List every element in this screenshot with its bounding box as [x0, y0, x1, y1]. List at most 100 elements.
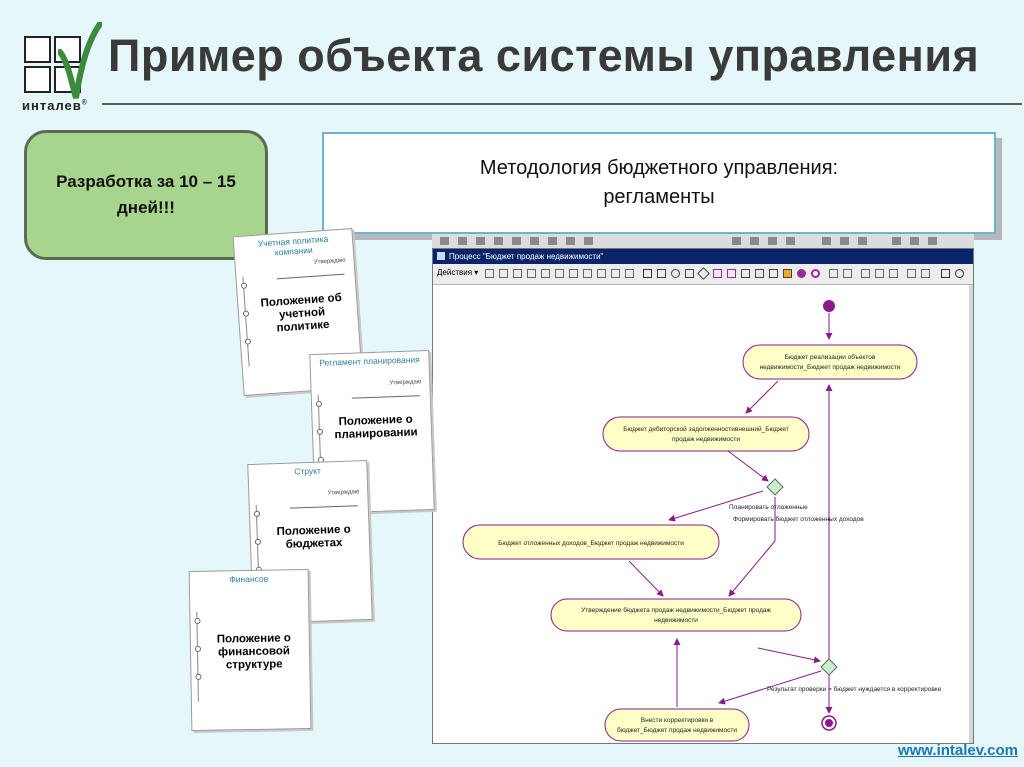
zoom-icon[interactable] — [955, 269, 964, 278]
logo-check-icon — [58, 22, 102, 99]
document-header: Регламент планирования — [319, 354, 420, 368]
methodology-box: Методология бюджетного управления: регла… — [322, 132, 996, 234]
toolbar-icon[interactable] — [910, 237, 919, 245]
window-title-bar: Процесс "Бюджет продаж недвижимости" — [433, 249, 973, 264]
diamond-tool-icon[interactable] — [697, 267, 710, 280]
vertical-scrollbar[interactable] — [969, 285, 973, 743]
process-node[interactable]: Утверждение бюджета продаж недвижимости_… — [550, 598, 802, 632]
document-line — [276, 273, 345, 280]
document-title: Положение о планировании — [334, 413, 418, 442]
flow-arrow — [757, 647, 821, 664]
methodology-subtitle: регламенты — [603, 186, 715, 208]
save-icon[interactable] — [485, 269, 494, 278]
toolbar-icon[interactable] — [892, 237, 901, 245]
toolbar-icon[interactable] — [750, 237, 759, 245]
node-label-line: бюджет_Бюджет продаж недвижимости — [617, 726, 737, 734]
process-node[interactable]: Бюджет дебиторской задолженностивнешний_… — [602, 416, 810, 452]
end-node-core — [825, 719, 833, 727]
open-icon[interactable] — [499, 269, 508, 278]
toolbar-icon[interactable] — [584, 237, 593, 245]
development-time-box: Разработка за 10 – 15 дней!!! — [24, 130, 268, 260]
undo-icon[interactable] — [611, 269, 620, 278]
redo-icon[interactable] — [625, 269, 634, 278]
toolbar-icon[interactable] — [494, 237, 503, 245]
note-tool-icon[interactable] — [829, 269, 838, 278]
move-icon[interactable] — [941, 269, 950, 278]
toolbar-icon[interactable] — [458, 237, 467, 245]
shape-tool-icon[interactable] — [741, 269, 750, 278]
methodology-title: Методология бюджетного управления: — [479, 157, 839, 179]
decision-node[interactable] — [766, 478, 784, 496]
rectangle-tool-icon[interactable] — [685, 269, 694, 278]
edge-label: Формировать бюджет отложенных доходов — [733, 515, 864, 523]
link-tool-icon[interactable] — [843, 269, 852, 278]
actions-menu-button[interactable]: Действия ▾ — [437, 268, 479, 277]
process-node[interactable]: Бюджет реализации объектов недвижимости_… — [742, 344, 918, 380]
toolbar-icon[interactable] — [732, 237, 741, 245]
decision-node[interactable] — [820, 658, 838, 676]
document-title: Положение об учетной политике — [260, 291, 343, 335]
start-node[interactable] — [823, 300, 835, 312]
process-node[interactable]: Внести корректировки в бюджет_Бюджет про… — [604, 708, 750, 742]
preview-icon[interactable] — [583, 269, 592, 278]
toolbar-icon[interactable] — [530, 237, 539, 245]
toolbar-icon[interactable] — [928, 237, 937, 245]
window-title: Процесс "Бюджет продаж недвижимости" — [449, 252, 604, 261]
arrange-icon[interactable] — [907, 269, 916, 278]
ellipse-tool-icon[interactable] — [671, 269, 680, 278]
edge-label: Планировать отложенные — [729, 504, 808, 511]
regulation-document[interactable]: Финансов Положение о финансовой структур… — [188, 568, 312, 732]
process-node[interactable]: Бюджет отложенных доходов_Бюджет продаж … — [462, 524, 720, 560]
flow-arrow — [728, 540, 776, 597]
document-header: Финансов — [229, 573, 269, 585]
layout-icon[interactable] — [875, 269, 884, 278]
page-title: Пример объекта системы управления — [108, 30, 980, 81]
flow-arrow — [628, 560, 664, 597]
document-title: Положение о бюджетах — [276, 523, 351, 551]
node-label-line: Бюджет дебиторской задолженностивнешний_… — [623, 425, 789, 433]
checkbox-tool-icon[interactable] — [783, 269, 792, 278]
start-node-tool-icon[interactable] — [797, 269, 806, 278]
toolbar-icon[interactable] — [768, 237, 777, 245]
toolbar-icon[interactable] — [822, 237, 831, 245]
shape-tool-icon[interactable] — [755, 269, 764, 278]
paste-icon[interactable] — [541, 269, 550, 278]
app-main-toolbar — [432, 234, 974, 249]
triangle-tool-icon[interactable] — [727, 269, 736, 278]
shape-tool-icon[interactable] — [769, 269, 778, 278]
node-label: Бюджет отложенных доходов_Бюджет продаж … — [498, 540, 684, 547]
toolbar-icon[interactable] — [858, 237, 867, 245]
end-node-tool-icon[interactable] — [811, 269, 820, 278]
toolbar-icon[interactable] — [440, 237, 449, 245]
development-time-text: Разработка за 10 – 15 дней!!! — [56, 171, 236, 217]
document-signature: Утверждаю — [327, 489, 360, 497]
website-link[interactable]: www.intalev.com — [897, 742, 1018, 759]
align-icon[interactable] — [921, 269, 930, 278]
toolbar-icon[interactable] — [512, 237, 521, 245]
toolbar-icon[interactable] — [566, 237, 575, 245]
pointer-tool-icon[interactable] — [643, 269, 652, 278]
node-label-line: Внести корректировки в — [641, 717, 714, 724]
logo-text: инталев® — [22, 98, 88, 113]
copy-icon[interactable] — [527, 269, 536, 278]
layout-icon[interactable] — [889, 269, 898, 278]
save-icon[interactable] — [597, 269, 606, 278]
grid-icon[interactable] — [861, 269, 870, 278]
rectangle-tool-icon[interactable] — [657, 269, 666, 278]
toolbar-icon[interactable] — [840, 237, 849, 245]
node-label-line: недвижимости_Бюджет продаж недвижимости — [760, 364, 901, 371]
node-label-line: Бюджет реализации объектов — [785, 353, 876, 361]
print-icon[interactable] — [569, 269, 578, 278]
toolbar-icon[interactable] — [548, 237, 557, 245]
flow-arrow — [727, 450, 769, 482]
process-window: Процесс "Бюджет продаж недвижимости" Дей… — [432, 248, 974, 744]
delete-icon[interactable] — [555, 269, 564, 278]
diagram-toolbar: Действия ▾ — [433, 264, 973, 285]
document-signature: Утверждаю — [389, 379, 422, 387]
triangle-tool-icon[interactable] — [713, 269, 722, 278]
process-diagram-canvas: Бюджет реализации объектов недвижимости_… — [462, 300, 942, 742]
toolbar-icon[interactable] — [476, 237, 485, 245]
cut-icon[interactable] — [513, 269, 522, 278]
window-app-icon — [437, 252, 445, 260]
toolbar-icon[interactable] — [786, 237, 795, 245]
